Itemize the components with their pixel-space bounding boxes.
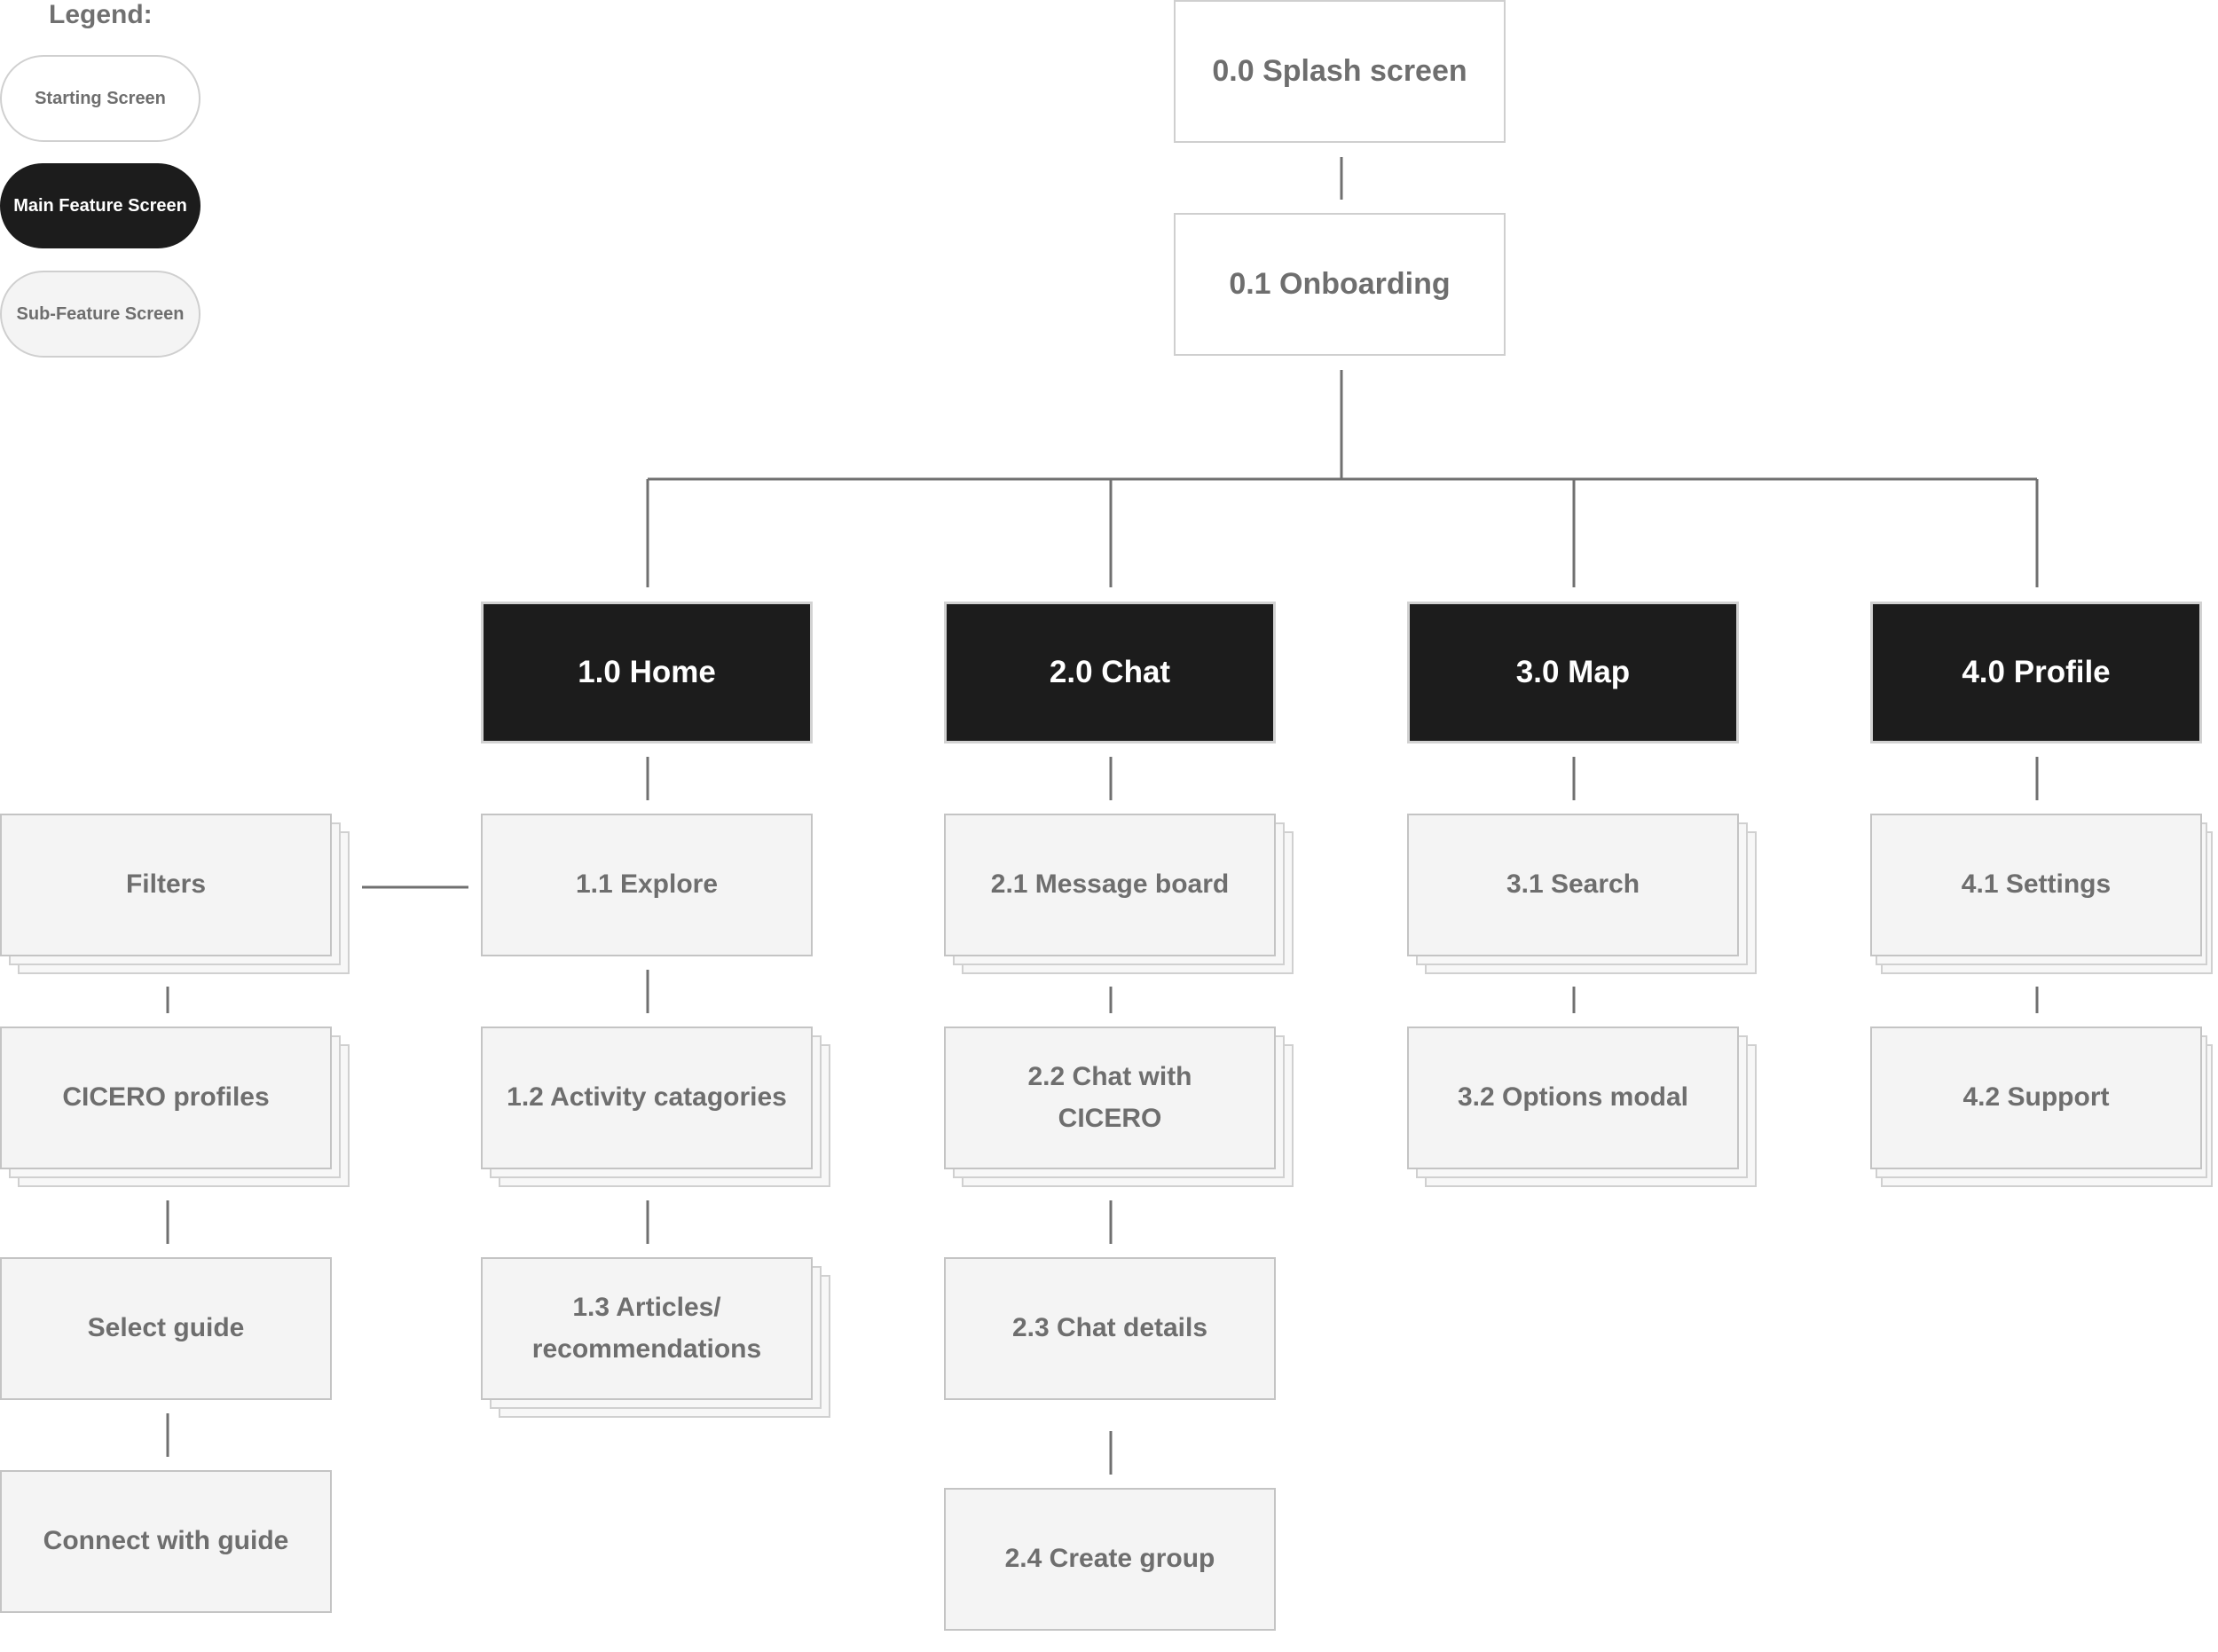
node-explore: 1.1 Explore <box>481 814 813 956</box>
node-activity-categories: 1.2 Activity catagories <box>481 1027 813 1169</box>
node-settings: 4.1 Settings <box>1870 814 2202 956</box>
node-home: 1.0 Home <box>481 602 813 743</box>
node-profile: 4.0 Profile <box>1870 602 2202 743</box>
legend-main-feature-screen: Main Feature Screen <box>0 163 201 248</box>
node-chat: 2.0 Chat <box>944 602 1276 743</box>
node-connect-with-guide: Connect with guide <box>0 1470 332 1613</box>
node-articles-recommendations: 1.3 Articles/ recommendations <box>481 1257 813 1400</box>
node-select-guide: Select guide <box>0 1257 332 1400</box>
node-create-group: 2.4 Create group <box>944 1488 1276 1631</box>
node-splash-screen: 0.0 Splash screen <box>1174 0 1506 143</box>
node-options-modal: 3.2 Options modal <box>1407 1027 1739 1169</box>
node-support: 4.2 Support <box>1870 1027 2202 1169</box>
legend-sub-feature-screen: Sub-Feature Screen <box>0 271 201 358</box>
node-search: 3.1 Search <box>1407 814 1739 956</box>
legend-title: Legend: <box>49 0 153 29</box>
node-filters: Filters <box>0 814 332 956</box>
node-chat-details: 2.3 Chat details <box>944 1257 1276 1400</box>
node-onboarding: 0.1 Onboarding <box>1174 213 1506 356</box>
node-chat-with-cicero: 2.2 Chat with CICERO <box>944 1027 1276 1169</box>
node-message-board: 2.1 Message board <box>944 814 1276 956</box>
node-map: 3.0 Map <box>1407 602 1739 743</box>
legend-starting-screen: Starting Screen <box>0 55 201 142</box>
node-cicero-profiles: CICERO profiles <box>0 1027 332 1169</box>
